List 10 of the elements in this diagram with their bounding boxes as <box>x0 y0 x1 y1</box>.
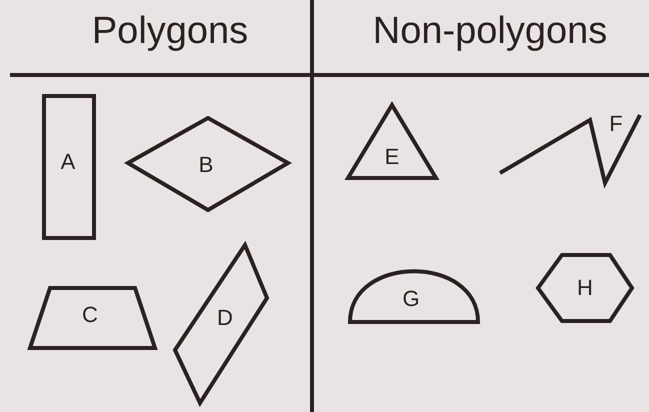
column-heading: Non-polygons <box>372 12 608 50</box>
shape-letter: E <box>384 146 400 168</box>
shape-letter: D <box>217 307 233 329</box>
shape-letter: B <box>198 154 214 176</box>
column-heading: Polygons <box>92 12 248 50</box>
shape-letter: A <box>60 151 76 173</box>
shape-letter: C <box>82 304 98 326</box>
shape-letter: G <box>402 288 420 310</box>
shape-letter: F <box>609 113 623 135</box>
shape-letter: H <box>577 277 593 299</box>
